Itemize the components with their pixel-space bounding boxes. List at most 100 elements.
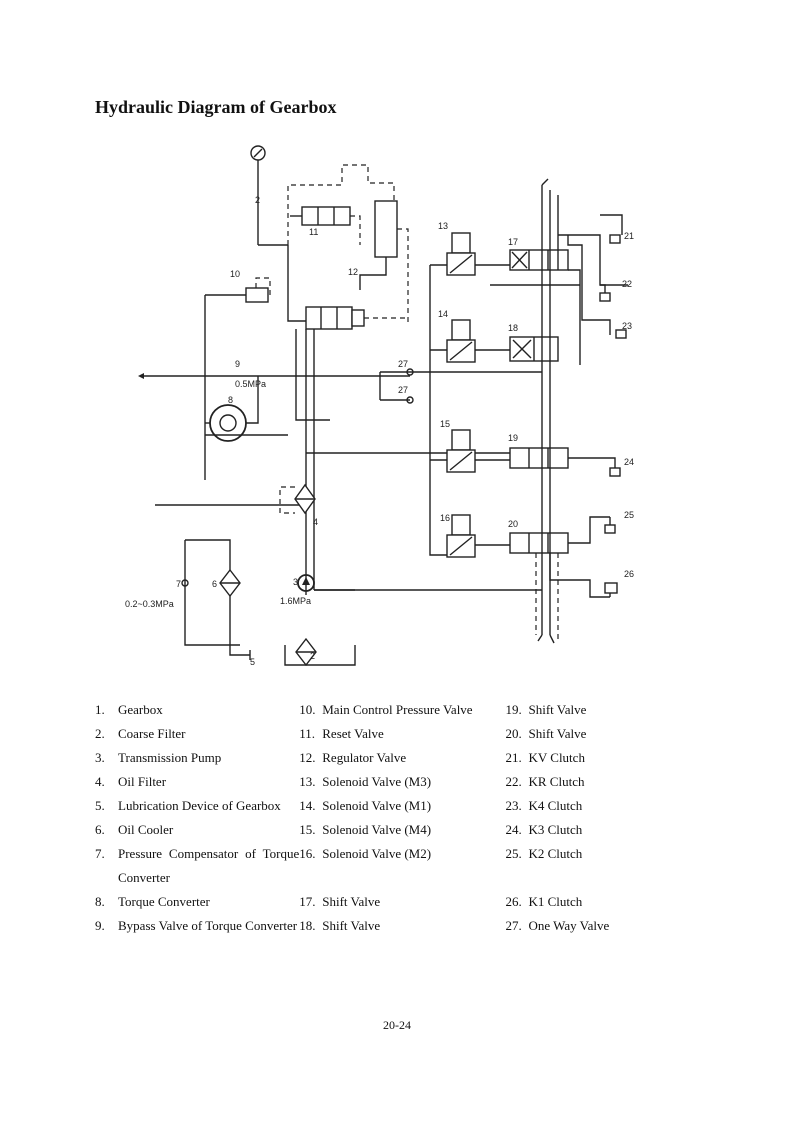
legend-text: Shift Valve (322, 894, 381, 909)
legend-number: 17. (299, 894, 316, 909)
legend-row: 7. Pressure Compensator of Torque Convert… (95, 842, 635, 890)
legend-text: Transmission Pump (118, 750, 222, 765)
legend-number: 26. (505, 894, 522, 909)
label-3: 3 (293, 577, 298, 587)
pressure-compensator (181, 579, 189, 587)
label-4: 4 (313, 517, 318, 527)
legend-text: K2 Clutch (528, 846, 583, 861)
legend-text: Main Control Pressure Valve (322, 702, 473, 717)
legend-number: 11. (299, 726, 316, 741)
legend-row: 6.Oil Cooler 15.Solenoid Valve (M4) 24.K… (95, 818, 635, 842)
valve-12 (374, 200, 398, 258)
legend-number: 13. (299, 774, 316, 789)
label-16: 16 (440, 513, 450, 523)
legend-row: 2.Coarse Filter 11.Reset Valve 20.Shift … (95, 722, 635, 746)
shift-valve-19 (509, 447, 569, 469)
label-2: 2 (255, 195, 260, 205)
legend-text: Solenoid Valve (M2) (322, 846, 432, 861)
label-6: 6 (212, 579, 217, 589)
label-20: 20 (508, 519, 518, 529)
legend-row: 1.Gearbox 10.Main Control Pressure Valve… (95, 698, 635, 722)
legend-number: 9. (95, 918, 105, 933)
solenoid-valve-13 (446, 232, 476, 276)
clutch-23 (615, 329, 627, 339)
shift-valve-17 (509, 249, 569, 271)
legend-number: 27. (505, 918, 522, 933)
label-23: 23 (622, 321, 632, 331)
clutch-24 (609, 457, 621, 477)
legend-text: KR Clutch (528, 774, 585, 789)
label-2b: 2 (310, 651, 315, 661)
legend-text: Pressure Compensator of Torque Converter (118, 846, 300, 885)
legend-number: 6. (95, 822, 105, 837)
legend-text: K1 Clutch (528, 894, 583, 909)
legend-text: K3 Clutch (528, 822, 583, 837)
legend-number: 22. (505, 774, 522, 789)
hydraulic-schematic: 2 11 12 10 9 0.5MPa 8 4 3 1.6MPa 2 5 6 7… (125, 145, 634, 667)
label-8: 8 (228, 395, 233, 405)
oil-tank (284, 645, 356, 666)
shift-valve-20 (509, 532, 569, 554)
solenoid-valve-16 (446, 514, 476, 558)
label-pressure-0-2: 0.2~0.3MPa (125, 599, 174, 609)
solenoid-valve-14 (446, 319, 476, 363)
label-14: 14 (438, 309, 448, 319)
legend-text: Shift Valve (528, 726, 587, 741)
transmission-pump (297, 574, 315, 592)
one-way-valve-1 (406, 368, 414, 376)
label-27-a: 27 (398, 359, 408, 369)
legend-text: Solenoid Valve (M1) (322, 798, 432, 813)
legend-text: Shift Valve (528, 702, 587, 717)
label-27-b: 27 (398, 385, 408, 395)
clutch-21 (600, 214, 623, 244)
legend-number: 1. (95, 702, 105, 717)
legend-text: Reset Valve (322, 726, 384, 741)
valve-11 (301, 206, 351, 226)
label-7: 7 (176, 579, 181, 589)
label-19: 19 (508, 433, 518, 443)
label-25: 25 (624, 510, 634, 520)
legend-text: Lubrication Device of Gearbox (118, 798, 281, 813)
legend-number: 14. (299, 798, 316, 813)
legend-number: 4. (95, 774, 105, 789)
legend-number: 5. (95, 798, 105, 813)
label-9: 9 (235, 359, 240, 369)
legend-number: 18. (299, 918, 316, 933)
label-26: 26 (624, 569, 634, 579)
label-10: 10 (230, 269, 240, 279)
label-11: 11 (309, 227, 318, 237)
label-pressure-0-5: 0.5MPa (235, 379, 266, 389)
label-21: 21 (624, 231, 634, 241)
label-17: 17 (508, 237, 518, 247)
legend-text: Bypass Valve of Torque Converter (118, 918, 298, 933)
page-number: 20-24 (383, 1018, 411, 1032)
legend-number: 24. (505, 822, 522, 837)
label-15: 15 (440, 419, 450, 429)
legend-text: Solenoid Valve (M4) (322, 822, 432, 837)
legend-text: Solenoid Valve (M3) (322, 774, 432, 789)
legend-number: 7. (95, 846, 105, 861)
legend-number: 10. (299, 702, 316, 717)
legend-number: 23. (505, 798, 522, 813)
hydraulic-diagram: 2 11 12 10 9 0.5MPa 8 4 3 1.6MPa 2 5 6 7… (110, 135, 660, 675)
legend-text: Oil Filter (118, 774, 167, 789)
legend-text: Regulator Valve (322, 750, 407, 765)
legend-number: 12. (299, 750, 316, 765)
solenoid-valve-15 (446, 429, 476, 473)
label-24: 24 (624, 457, 634, 467)
legend-number: 21. (505, 750, 522, 765)
one-way-valve-2 (406, 396, 414, 404)
legend-row: 8.Torque Converter 17.Shift Valve 26.K1 … (95, 890, 635, 914)
legend-number: 15. (299, 822, 316, 837)
label-12: 12 (348, 267, 358, 277)
legend-text: One Way Valve (528, 918, 610, 933)
clutch-25 (604, 517, 616, 534)
legend-row: 5. Lubrication Device of Gearbox 14. Solen… (95, 794, 635, 818)
page-title: Hydraulic Diagram of Gearbox (95, 97, 337, 117)
legend-text: Coarse Filter (118, 726, 186, 741)
label-13: 13 (438, 221, 448, 231)
label-pressure-1-6: 1.6MPa (280, 596, 311, 606)
legend-number: 25. (505, 846, 522, 861)
legend-number: 19. (505, 702, 522, 717)
label-5: 5 (250, 657, 255, 667)
